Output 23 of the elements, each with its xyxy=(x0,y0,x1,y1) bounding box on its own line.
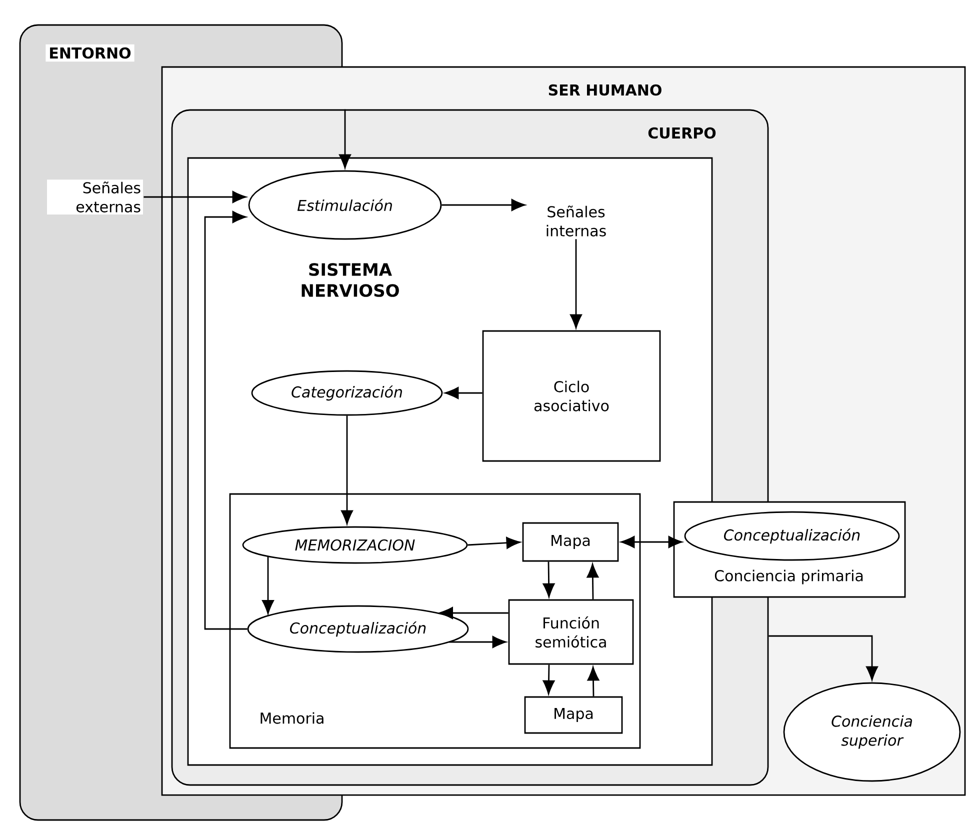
arrow xyxy=(570,239,582,328)
arrow xyxy=(542,562,555,598)
process-box: Mapa xyxy=(522,522,619,562)
arrow xyxy=(339,109,351,168)
arrow xyxy=(587,666,600,696)
arrow xyxy=(341,416,353,524)
arrow xyxy=(438,607,508,619)
text-label: Señales externas xyxy=(47,180,143,214)
arrow xyxy=(542,664,555,694)
arrow xyxy=(620,536,682,548)
process-box: Función semiótica xyxy=(508,599,634,665)
process-box: Mapa xyxy=(524,696,623,734)
arrow xyxy=(449,636,506,648)
arrow xyxy=(442,199,526,211)
arrow xyxy=(768,635,878,680)
arrow xyxy=(586,564,599,600)
text-label: Señales internas xyxy=(546,206,606,236)
arrow xyxy=(444,387,482,399)
arrow xyxy=(144,191,246,203)
arrow xyxy=(262,556,274,614)
process-box: Ciclo asociativo xyxy=(482,330,661,462)
arrow xyxy=(468,536,520,549)
arrow xyxy=(204,211,248,630)
